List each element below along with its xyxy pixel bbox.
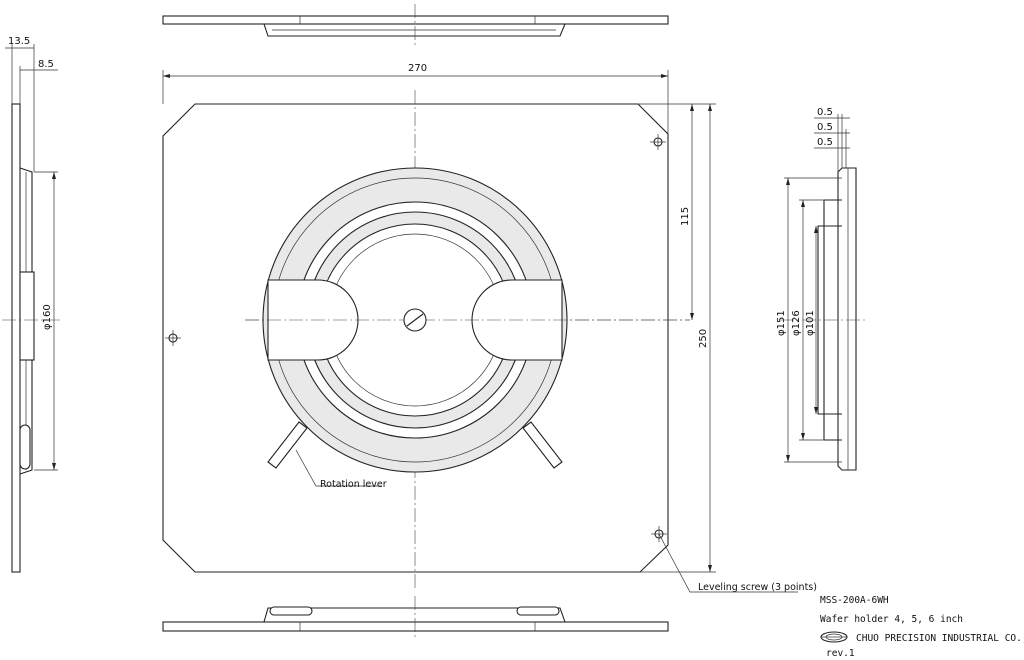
dim-step-0-5-b: 0.5 bbox=[817, 122, 833, 133]
dim-diameter-126: φ126 bbox=[791, 310, 802, 336]
label-leveling-screw: Leveling screw (3 points) bbox=[698, 582, 817, 593]
right-section-view bbox=[780, 114, 868, 471]
rotation-lever-right bbox=[522, 421, 563, 469]
leveling-screw-top-right bbox=[650, 134, 666, 150]
left-side-view bbox=[2, 44, 60, 573]
revision-label: rev.1 bbox=[826, 648, 855, 659]
dim-offset-115: 115 bbox=[680, 207, 691, 226]
dim-width-270: 270 bbox=[408, 63, 427, 74]
dim-step-0-5-a: 0.5 bbox=[817, 107, 833, 118]
product-description: Wafer holder 4, 5, 6 inch bbox=[820, 614, 963, 625]
company-name: CHUO PRECISION INDUSTRIAL CO.,LTD. bbox=[856, 633, 1024, 644]
company-logo-icon bbox=[820, 631, 848, 643]
bottom-side-view bbox=[162, 596, 669, 640]
dim-thickness-8-5: 8.5 bbox=[38, 59, 54, 70]
dim-thickness-13-5: 13.5 bbox=[8, 36, 30, 47]
leveling-screw-left bbox=[165, 330, 181, 346]
dim-step-0-5-c: 0.5 bbox=[817, 137, 833, 148]
title-block bbox=[820, 631, 848, 643]
label-rotation-lever: Rotation lever bbox=[320, 479, 387, 490]
dim-diameter-151: φ151 bbox=[776, 310, 787, 336]
model-number: MSS-200A-6WH bbox=[820, 595, 889, 606]
dim-diameter-101: φ101 bbox=[805, 310, 816, 336]
dim-height-lines bbox=[638, 103, 716, 573]
dim-width-line bbox=[162, 70, 669, 134]
dim-height-250: 250 bbox=[698, 329, 709, 348]
main-plan-view bbox=[162, 90, 798, 593]
top-side-view bbox=[162, 4, 669, 48]
dim-side-diameter-160: φ160 bbox=[42, 304, 53, 330]
rotation-lever-left bbox=[267, 421, 308, 469]
